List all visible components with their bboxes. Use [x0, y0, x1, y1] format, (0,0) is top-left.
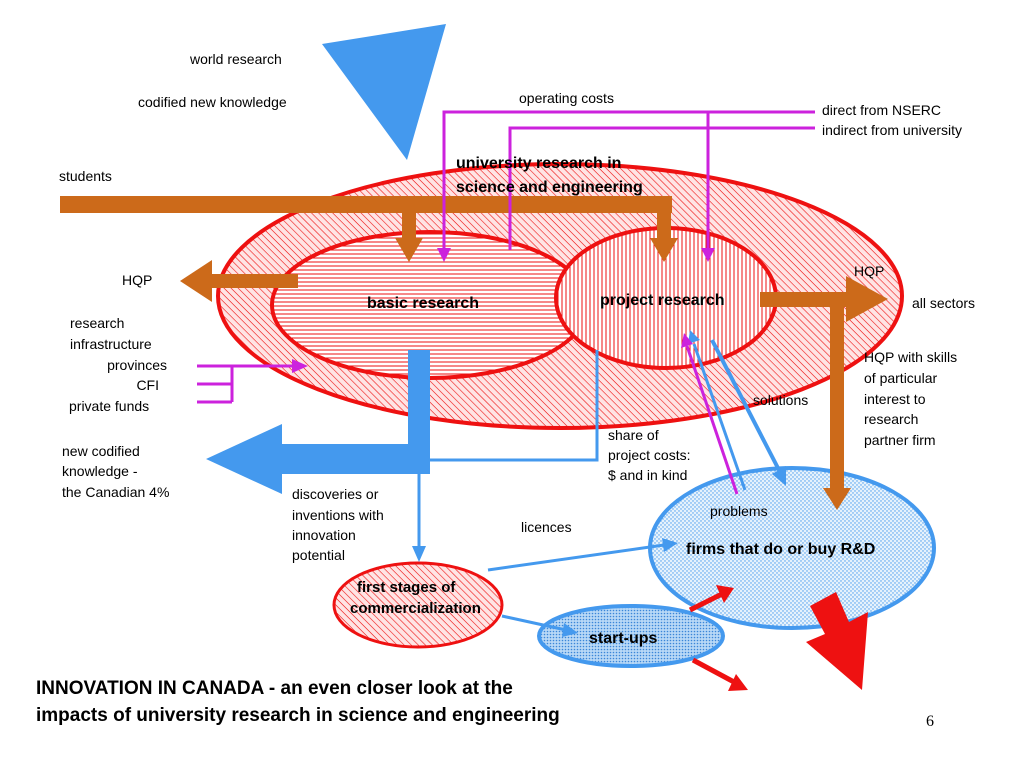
infrastructure-arrowhead — [292, 359, 308, 373]
first-stages-ellipse — [332, 561, 504, 649]
basic-research-label: basic research — [367, 295, 479, 312]
discoveries-label-line1: discoveries or — [292, 486, 379, 502]
solutions-label: solutions — [753, 392, 808, 408]
share-costs-label-line1: share of — [608, 427, 659, 443]
project-research-label: project research — [600, 292, 725, 309]
hqp-skills-label-line5: partner firm — [864, 432, 936, 448]
students-label: students — [59, 168, 112, 184]
operating-costs-lines — [442, 110, 815, 250]
licences-label: licences — [521, 519, 572, 535]
problems-label: problems — [710, 503, 768, 519]
firms-label: firms that do or buy R&D — [686, 541, 875, 558]
hqp-skills-label-line4: research — [864, 411, 918, 427]
direct-from-nserc-label: direct from NSERC — [822, 102, 941, 118]
first-stages-label-line2: commercialization — [350, 600, 481, 617]
world-research-label: world research — [189, 51, 282, 67]
new-codified-label-line1: new codified — [62, 443, 140, 459]
startups-ellipse — [537, 604, 725, 668]
new-codified-knowledge-arrow — [206, 350, 430, 494]
solutions-arrow — [688, 330, 786, 491]
page-number: 6 — [926, 713, 934, 730]
discoveries-arrow — [412, 460, 426, 562]
discoveries-label-line3: innovation — [292, 527, 356, 543]
university-research-title-line1: university research in — [456, 155, 621, 172]
startup-growth-arrows — [688, 585, 748, 691]
hqp-skills-label-line2: of particular — [864, 370, 937, 386]
operating-costs-arrowheads — [437, 248, 715, 262]
research-infrastructure-label-line2: infrastructure — [70, 336, 152, 352]
university-research-title-line2: science and engineering — [456, 179, 643, 196]
world-research-arrow — [322, 24, 446, 160]
private-funds-label: private funds — [69, 398, 149, 414]
new-codified-label-line2: knowledge - — [62, 463, 138, 479]
first-stages-label-line1: first stages of — [357, 579, 456, 596]
startups-label: start-ups — [589, 630, 658, 647]
operating-costs-label: operating costs — [519, 90, 614, 106]
problems-arrow — [681, 333, 739, 495]
new-codified-label-line3: the Canadian 4% — [62, 484, 169, 500]
codified-new-knowledge-label: codified new knowledge — [138, 94, 287, 110]
project-cost-share-line — [430, 350, 599, 462]
startup-arrow — [501, 614, 578, 637]
licences-arrow — [487, 538, 678, 572]
hqp-right-arrow — [760, 276, 888, 510]
provinces-label: provinces — [107, 357, 167, 373]
share-costs-label-line3: $ and in kind — [608, 467, 687, 483]
discoveries-label-line4: potential — [292, 547, 345, 563]
hqp-left-label: HQP — [122, 272, 152, 288]
hqp-left-arrow — [180, 260, 298, 302]
discoveries-label-line2: inventions with — [292, 507, 384, 523]
slide-title-line1: INNOVATION IN CANADA - an even closer lo… — [36, 678, 513, 699]
hqp-skills-label-line1: HQP with skills — [864, 349, 957, 365]
indirect-from-university-label: indirect from university — [822, 122, 962, 138]
cfi-label: CFI — [136, 377, 159, 393]
all-sectors-label: all sectors — [912, 295, 975, 311]
slide-title-line2: impacts of university research in scienc… — [36, 705, 560, 726]
firm-output-arrow — [806, 592, 868, 690]
hqp-right-label: HQP — [854, 263, 884, 279]
students-arrow — [60, 196, 678, 262]
share-costs-label-line2: project costs: — [608, 447, 690, 463]
research-infrastructure-label-line1: research — [70, 315, 124, 331]
hqp-skills-label-line3: interest to — [864, 391, 926, 407]
infrastructure-funding-lines — [197, 364, 295, 404]
